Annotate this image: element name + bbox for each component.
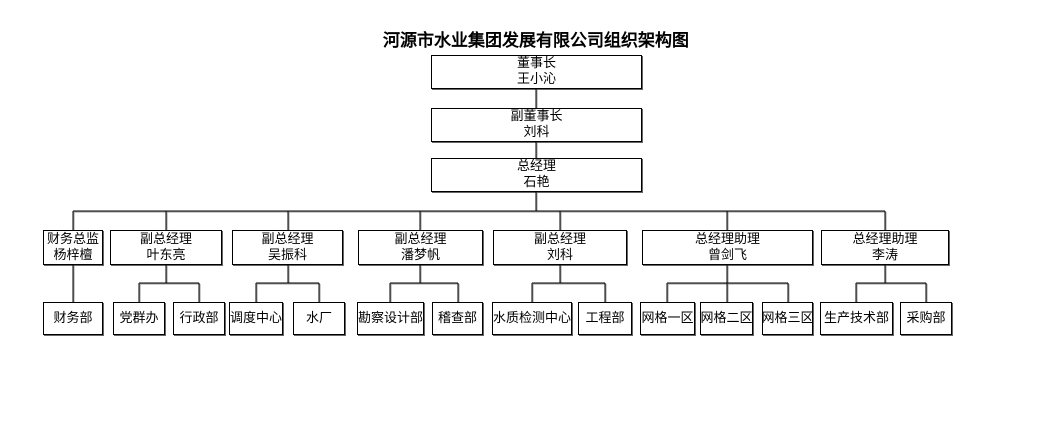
node-name: 刘科 (546, 247, 573, 263)
org-node-dept-grid-zone-2: 网格二区 (700, 302, 753, 335)
org-node-dept-finance: 财务部 (43, 302, 103, 335)
node-label: 网格二区 (700, 310, 753, 326)
org-node-finance-director: 财务总监 杨梓檀 (43, 230, 103, 265)
org-node-dept-survey-design: 勘察设计部 (357, 302, 424, 335)
node-name: 石艳 (523, 175, 550, 190)
node-title: 副总经理 (533, 231, 586, 247)
org-node-deputy-gm-1: 副总经理 叶东亮 (110, 230, 222, 265)
node-title: 财务总监 (46, 231, 99, 247)
node-label: 调度中心 (230, 310, 283, 326)
node-title: 副总经理 (394, 231, 447, 247)
node-name: 杨梓檀 (53, 247, 93, 263)
node-label: 财务部 (53, 310, 93, 326)
node-label: 行政部 (179, 310, 219, 326)
node-name: 潘梦帆 (400, 247, 440, 263)
node-title: 总经理 (516, 159, 556, 174)
org-node-deputy-gm-2: 副总经理 吴振科 (232, 230, 343, 265)
org-node-gm-assistant-1: 总经理助理 曾剑飞 (642, 230, 813, 265)
node-title: 副总经理 (139, 231, 192, 247)
node-title: 总经理助理 (852, 231, 918, 247)
node-name: 李涛 (871, 247, 898, 263)
org-node-dept-water-quality-testing-center: 水质检测中心 (492, 302, 572, 335)
node-label: 采购部 (906, 310, 946, 326)
node-label: 网格三区 (761, 310, 814, 326)
node-label: 水质检测中心 (493, 310, 572, 326)
node-label: 水厂 (305, 310, 332, 326)
node-title: 副总经理 (261, 231, 314, 247)
org-node-dept-engineering: 工程部 (578, 302, 632, 335)
org-node-deputy-gm-3: 副总经理 潘梦帆 (358, 230, 483, 265)
org-node-dept-party-masses-office: 党群办 (113, 302, 165, 335)
node-name: 叶东亮 (146, 247, 186, 263)
org-node-vice-chairman: 副董事长 刘科 (431, 108, 642, 142)
org-node-dept-procurement: 采购部 (900, 302, 952, 335)
node-label: 网格一区 (641, 310, 694, 326)
node-name: 刘科 (523, 125, 550, 140)
node-label: 工程部 (585, 310, 625, 326)
org-node-dept-grid-zone-3: 网格三区 (761, 302, 814, 335)
node-label: 稽查部 (437, 310, 477, 326)
org-node-dept-water-plant: 水厂 (293, 302, 345, 335)
node-name: 曾剑飞 (707, 247, 747, 263)
node-title: 董事长 (516, 56, 556, 71)
org-node-deputy-gm-4: 副总经理 刘科 (493, 230, 627, 265)
node-title: 总经理助理 (694, 231, 760, 247)
page-title: 河源市水业集团发展有限公司组织架构图 (383, 31, 689, 51)
node-name: 吴振科 (267, 247, 307, 263)
node-name: 王小沁 (516, 72, 556, 87)
org-node-dept-administration: 行政部 (173, 302, 225, 335)
org-node-chairman: 董事长 王小沁 (431, 55, 642, 89)
org-node-dept-grid-zone-1: 网格一区 (640, 302, 695, 335)
node-label: 党群办 (119, 310, 159, 326)
org-node-gm-assistant-2: 总经理助理 李涛 (821, 230, 949, 265)
org-node-dept-production-technology: 生产技术部 (820, 302, 893, 335)
org-node-dept-inspection: 稽查部 (432, 302, 483, 335)
org-node-general-manager: 总经理 石艳 (431, 158, 642, 192)
node-title: 副董事长 (510, 109, 563, 124)
org-node-dept-dispatch-center: 调度中心 (229, 302, 283, 335)
node-label: 生产技术部 (823, 310, 889, 326)
node-label: 勘察设计部 (358, 310, 424, 326)
